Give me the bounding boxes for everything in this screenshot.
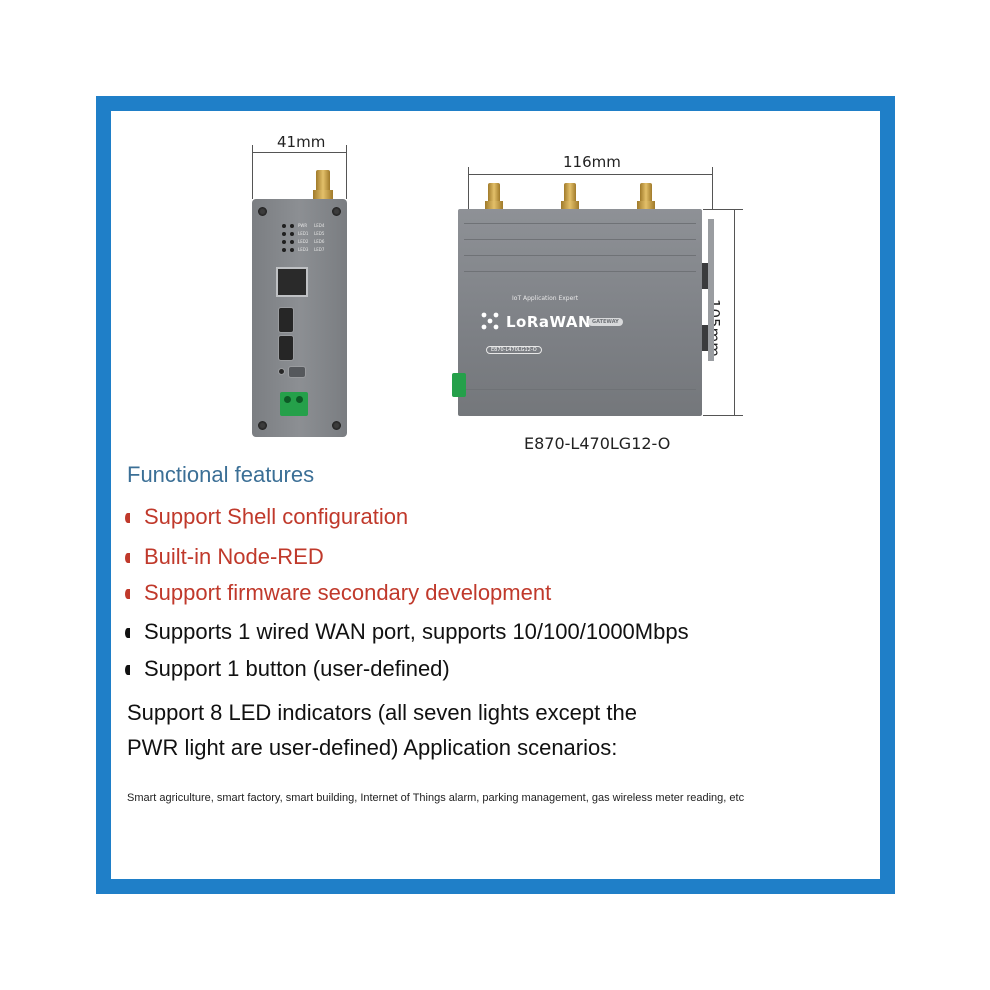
- model-caption: E870-L470LG12-O: [524, 434, 671, 453]
- blue-frame: 41mm PWR LED1 LED2: [96, 96, 895, 894]
- antenna-nut: [313, 190, 333, 199]
- housing-ridge: [464, 255, 696, 256]
- antenna-nut: [485, 201, 503, 210]
- button-hole: [278, 368, 285, 375]
- length-tick-right: [712, 167, 713, 209]
- led-label: LED6: [314, 239, 325, 244]
- led-indicator: [290, 240, 294, 244]
- led-indicator: [290, 232, 294, 236]
- bullet-mark: [125, 628, 130, 639]
- brand-subtitle: IoT Application Expert: [512, 295, 579, 302]
- width-tick-right: [346, 145, 347, 199]
- led-indicator: [282, 248, 286, 252]
- screw: [258, 207, 267, 216]
- antenna-nut: [561, 201, 579, 210]
- feature-item: Built-in Node-RED: [125, 544, 324, 570]
- sim-slot: [288, 366, 306, 378]
- screw: [258, 421, 267, 430]
- housing-ridge: [464, 239, 696, 240]
- led-label: LED4: [314, 223, 325, 228]
- device-side-body: IoT Application Expert LoRaWAN GATEWAY E…: [458, 209, 702, 416]
- height-dimension-line: [734, 209, 735, 416]
- led-indicator: [282, 240, 286, 244]
- feature-text: Support Shell configuration: [144, 504, 409, 529]
- led-indicator: [290, 248, 294, 252]
- antenna-connector: [564, 183, 576, 205]
- feature-text: Supports 1 wired WAN port, supports 10/1…: [144, 619, 689, 644]
- feature-item: Support firmware secondary development: [125, 580, 551, 606]
- power-terminal: [280, 392, 308, 416]
- lorawan-logo-icon: [481, 312, 499, 330]
- feature-text: Support 1 button (user-defined): [144, 656, 450, 681]
- antenna-nut: [637, 201, 655, 210]
- width-tick-left: [252, 145, 253, 199]
- led-indicator: [290, 224, 294, 228]
- device-model-badge: E870-L470LG12-O: [486, 346, 542, 354]
- application-scenarios: Smart agriculture, smart factory, smart …: [127, 792, 745, 804]
- height-tick-top: [703, 209, 743, 210]
- bullet-mark: [125, 589, 130, 600]
- led-label: LED2: [298, 239, 309, 244]
- feature-text: Support firmware secondary development: [144, 580, 552, 605]
- power-terminal: [452, 373, 466, 397]
- content-area: 41mm PWR LED1 LED2: [111, 111, 880, 879]
- led-label: LED7: [314, 247, 325, 252]
- din-rail-bracket: [708, 219, 714, 361]
- led-paragraph-line1: Support 8 LED indicators (all seven ligh…: [127, 700, 637, 725]
- antenna-connector: [488, 183, 500, 205]
- gateway-badge: GATEWAY: [588, 318, 623, 326]
- housing-ridge: [464, 223, 696, 224]
- length-tick-left: [468, 167, 469, 209]
- led-indicator: [282, 224, 286, 228]
- housing-ridge: [464, 271, 696, 272]
- led-indicator: [282, 232, 286, 236]
- housing-ridge: [464, 389, 696, 390]
- terminal-screw: [284, 396, 291, 403]
- bullet-mark: [125, 513, 130, 524]
- features-heading: Functional features: [127, 462, 315, 487]
- bullet-mark: [125, 553, 130, 564]
- feature-text: Built-in Node-RED: [144, 544, 324, 569]
- antenna-connector: [316, 170, 330, 194]
- length-label: 116mm: [563, 153, 621, 171]
- feature-item: Support Shell configuration: [125, 504, 408, 530]
- led-label: PWR: [298, 223, 308, 228]
- feature-item: Support 1 button (user-defined): [125, 656, 450, 682]
- width-label: 41mm: [277, 133, 326, 151]
- led-label: LED5: [314, 231, 325, 236]
- brand-name: LoRaWAN: [506, 313, 592, 331]
- usb-port: [278, 307, 294, 333]
- length-dimension-line: [468, 174, 713, 175]
- usb-port: [278, 335, 294, 361]
- led-label: LED3: [298, 247, 309, 252]
- din-rail-clip: [702, 263, 710, 289]
- screw: [332, 207, 341, 216]
- led-label: LED1: [298, 231, 309, 236]
- bullet-mark: [125, 665, 130, 676]
- ethernet-port: [276, 267, 308, 297]
- screw: [332, 421, 341, 430]
- terminal-screw: [296, 396, 303, 403]
- width-dimension-line: [252, 152, 347, 153]
- led-paragraph-line2: PWR light are user-defined) Application …: [127, 735, 618, 760]
- device-front-body: PWR LED1 LED2 LED3 LED4 LED5 LED6 LED7: [252, 199, 347, 437]
- height-tick-bottom: [703, 415, 743, 416]
- feature-item: Supports 1 wired WAN port, supports 10/1…: [125, 619, 689, 645]
- antenna-connector: [640, 183, 652, 205]
- din-rail-clip: [702, 325, 710, 351]
